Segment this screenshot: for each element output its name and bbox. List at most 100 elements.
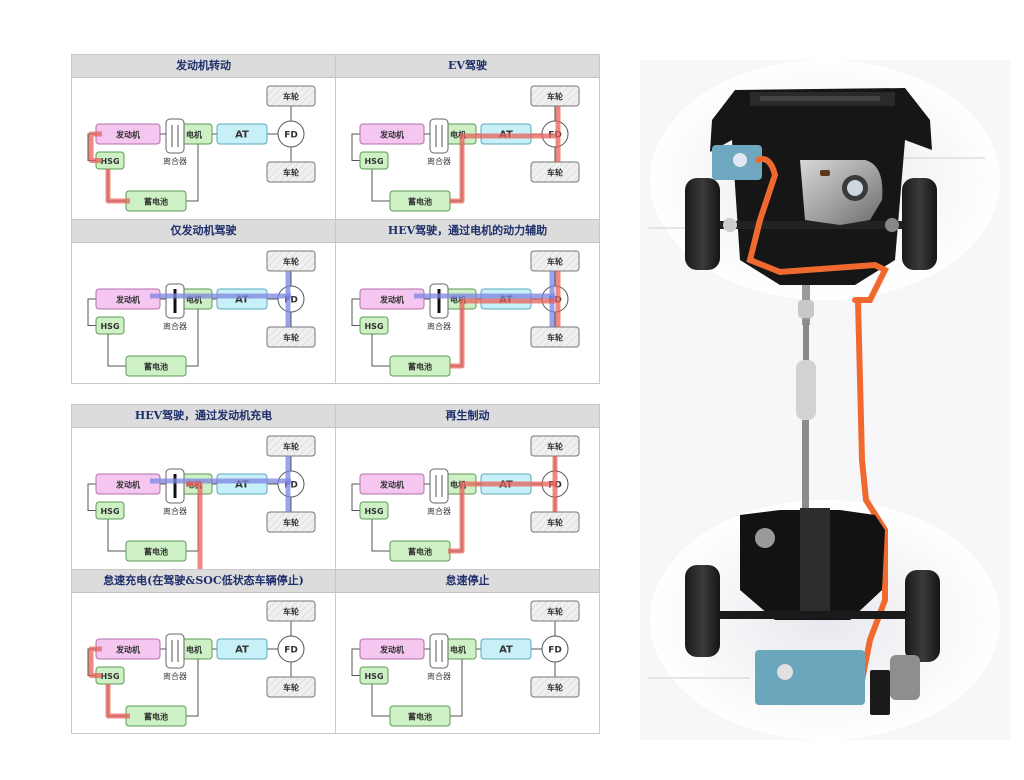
hsg-battery-link (371, 684, 390, 717)
wheel-top-label: 车轮 (283, 257, 299, 267)
rear-left-wheel (685, 565, 720, 657)
wheel-top: 车轮 (530, 85, 580, 107)
clutch-housing (429, 468, 449, 504)
wheel-bottom-label: 车轮 (547, 518, 563, 528)
transmission-at-label: AT (235, 295, 249, 306)
motor-label: 电机 (450, 480, 466, 490)
engine-box (359, 638, 425, 660)
battery-motor-link (186, 494, 199, 552)
wheel-bottom-box (266, 161, 316, 183)
energy-flow-red (88, 131, 102, 163)
wheel-bottom-label: 车轮 (283, 333, 299, 343)
motor-label: 电机 (186, 130, 202, 140)
wheel-bottom-box (266, 511, 316, 533)
wheel-bottom-box (266, 676, 316, 698)
battery-label: 蓄电池 (144, 197, 168, 207)
hsg-battery-link (107, 684, 126, 717)
engine-box (359, 473, 425, 495)
hsg: HSG (359, 151, 389, 170)
final-drive-circle (277, 285, 305, 313)
battery: 蓄电池 (125, 355, 187, 377)
battery-label: 蓄电池 (144, 712, 168, 722)
battery-motor-link (186, 144, 199, 202)
wheel-bottom: 车轮 (266, 326, 316, 348)
clutch-label: 离合器 (163, 156, 187, 166)
hsg-label: HSG (364, 157, 383, 166)
wheel-top-label: 车轮 (547, 607, 563, 617)
panel-title: 怠速充电(在驾驶&SOC低状态车辆停止) (72, 570, 335, 593)
final-drive-label: FD (284, 296, 298, 306)
hv-cable-front (746, 156, 890, 303)
clutch (429, 633, 449, 669)
horizontal-divider (72, 219, 599, 220)
transmission-at-label: AT (235, 130, 249, 141)
hsg-box (359, 501, 389, 520)
clutch-label: 离合器 (427, 506, 451, 516)
motor-label: 电机 (450, 645, 466, 655)
wheel-top: 车轮 (266, 250, 316, 272)
panel-title: EV驾驶 (336, 55, 599, 78)
energy-flow-red (88, 646, 102, 678)
wheel-top-label: 车轮 (283, 607, 299, 617)
hsg: HSG (359, 666, 389, 685)
engine: 发动机 (95, 123, 161, 145)
wheel-top-box (530, 600, 580, 622)
motor-label: 电机 (186, 295, 202, 305)
transmission-at-label: AT (499, 645, 513, 656)
final-drive-label: FD (548, 646, 562, 656)
wheel-bottom-label: 车轮 (283, 518, 299, 528)
engine-label: 发动机 (115, 480, 140, 490)
engine-hsg-link (351, 648, 360, 676)
wheel-bottom-label: 车轮 (547, 168, 563, 178)
final-drive-label: FD (284, 646, 298, 656)
exhaust-line (796, 285, 816, 520)
motor-label: 电机 (450, 130, 466, 140)
engine: 发动机 (95, 638, 161, 660)
wheel-bottom-box (530, 161, 580, 183)
engine-label: 发动机 (115, 645, 140, 655)
engine: 发动机 (95, 473, 161, 495)
wheel-bottom: 车轮 (266, 511, 316, 533)
transmission-at-box (480, 638, 532, 660)
hsg-box (95, 501, 125, 520)
wheel-bottom: 车轮 (266, 161, 316, 183)
battery-motor-link (186, 309, 199, 367)
engine-box (359, 288, 425, 310)
final-drive-circle (277, 120, 305, 148)
battery: 蓄电池 (389, 540, 451, 562)
battery-box (389, 705, 451, 727)
engine-hsg-link (351, 133, 360, 161)
horizontal-divider (72, 569, 599, 570)
clutch-housing (165, 633, 185, 669)
clutch (429, 118, 449, 154)
energy-flow-red (105, 169, 130, 204)
wheel-bottom-label: 车轮 (283, 683, 299, 693)
clutch-housing (165, 118, 185, 154)
battery-motor-link (450, 659, 463, 717)
hsg-label: HSG (364, 322, 383, 331)
transmission-at: AT (480, 638, 532, 660)
engine-label: 发动机 (115, 130, 140, 140)
wheel-bottom-box (530, 326, 580, 348)
battery-label: 蓄电池 (408, 712, 432, 722)
final-drive-label: FD (284, 131, 298, 141)
battery-label: 蓄电池 (408, 362, 432, 372)
clutch (429, 283, 449, 319)
panel-title: 怠速停止 (336, 570, 599, 593)
wheel-bottom: 车轮 (530, 326, 580, 348)
final-drive: FD (277, 285, 305, 313)
wheel-bottom-box (530, 676, 580, 698)
